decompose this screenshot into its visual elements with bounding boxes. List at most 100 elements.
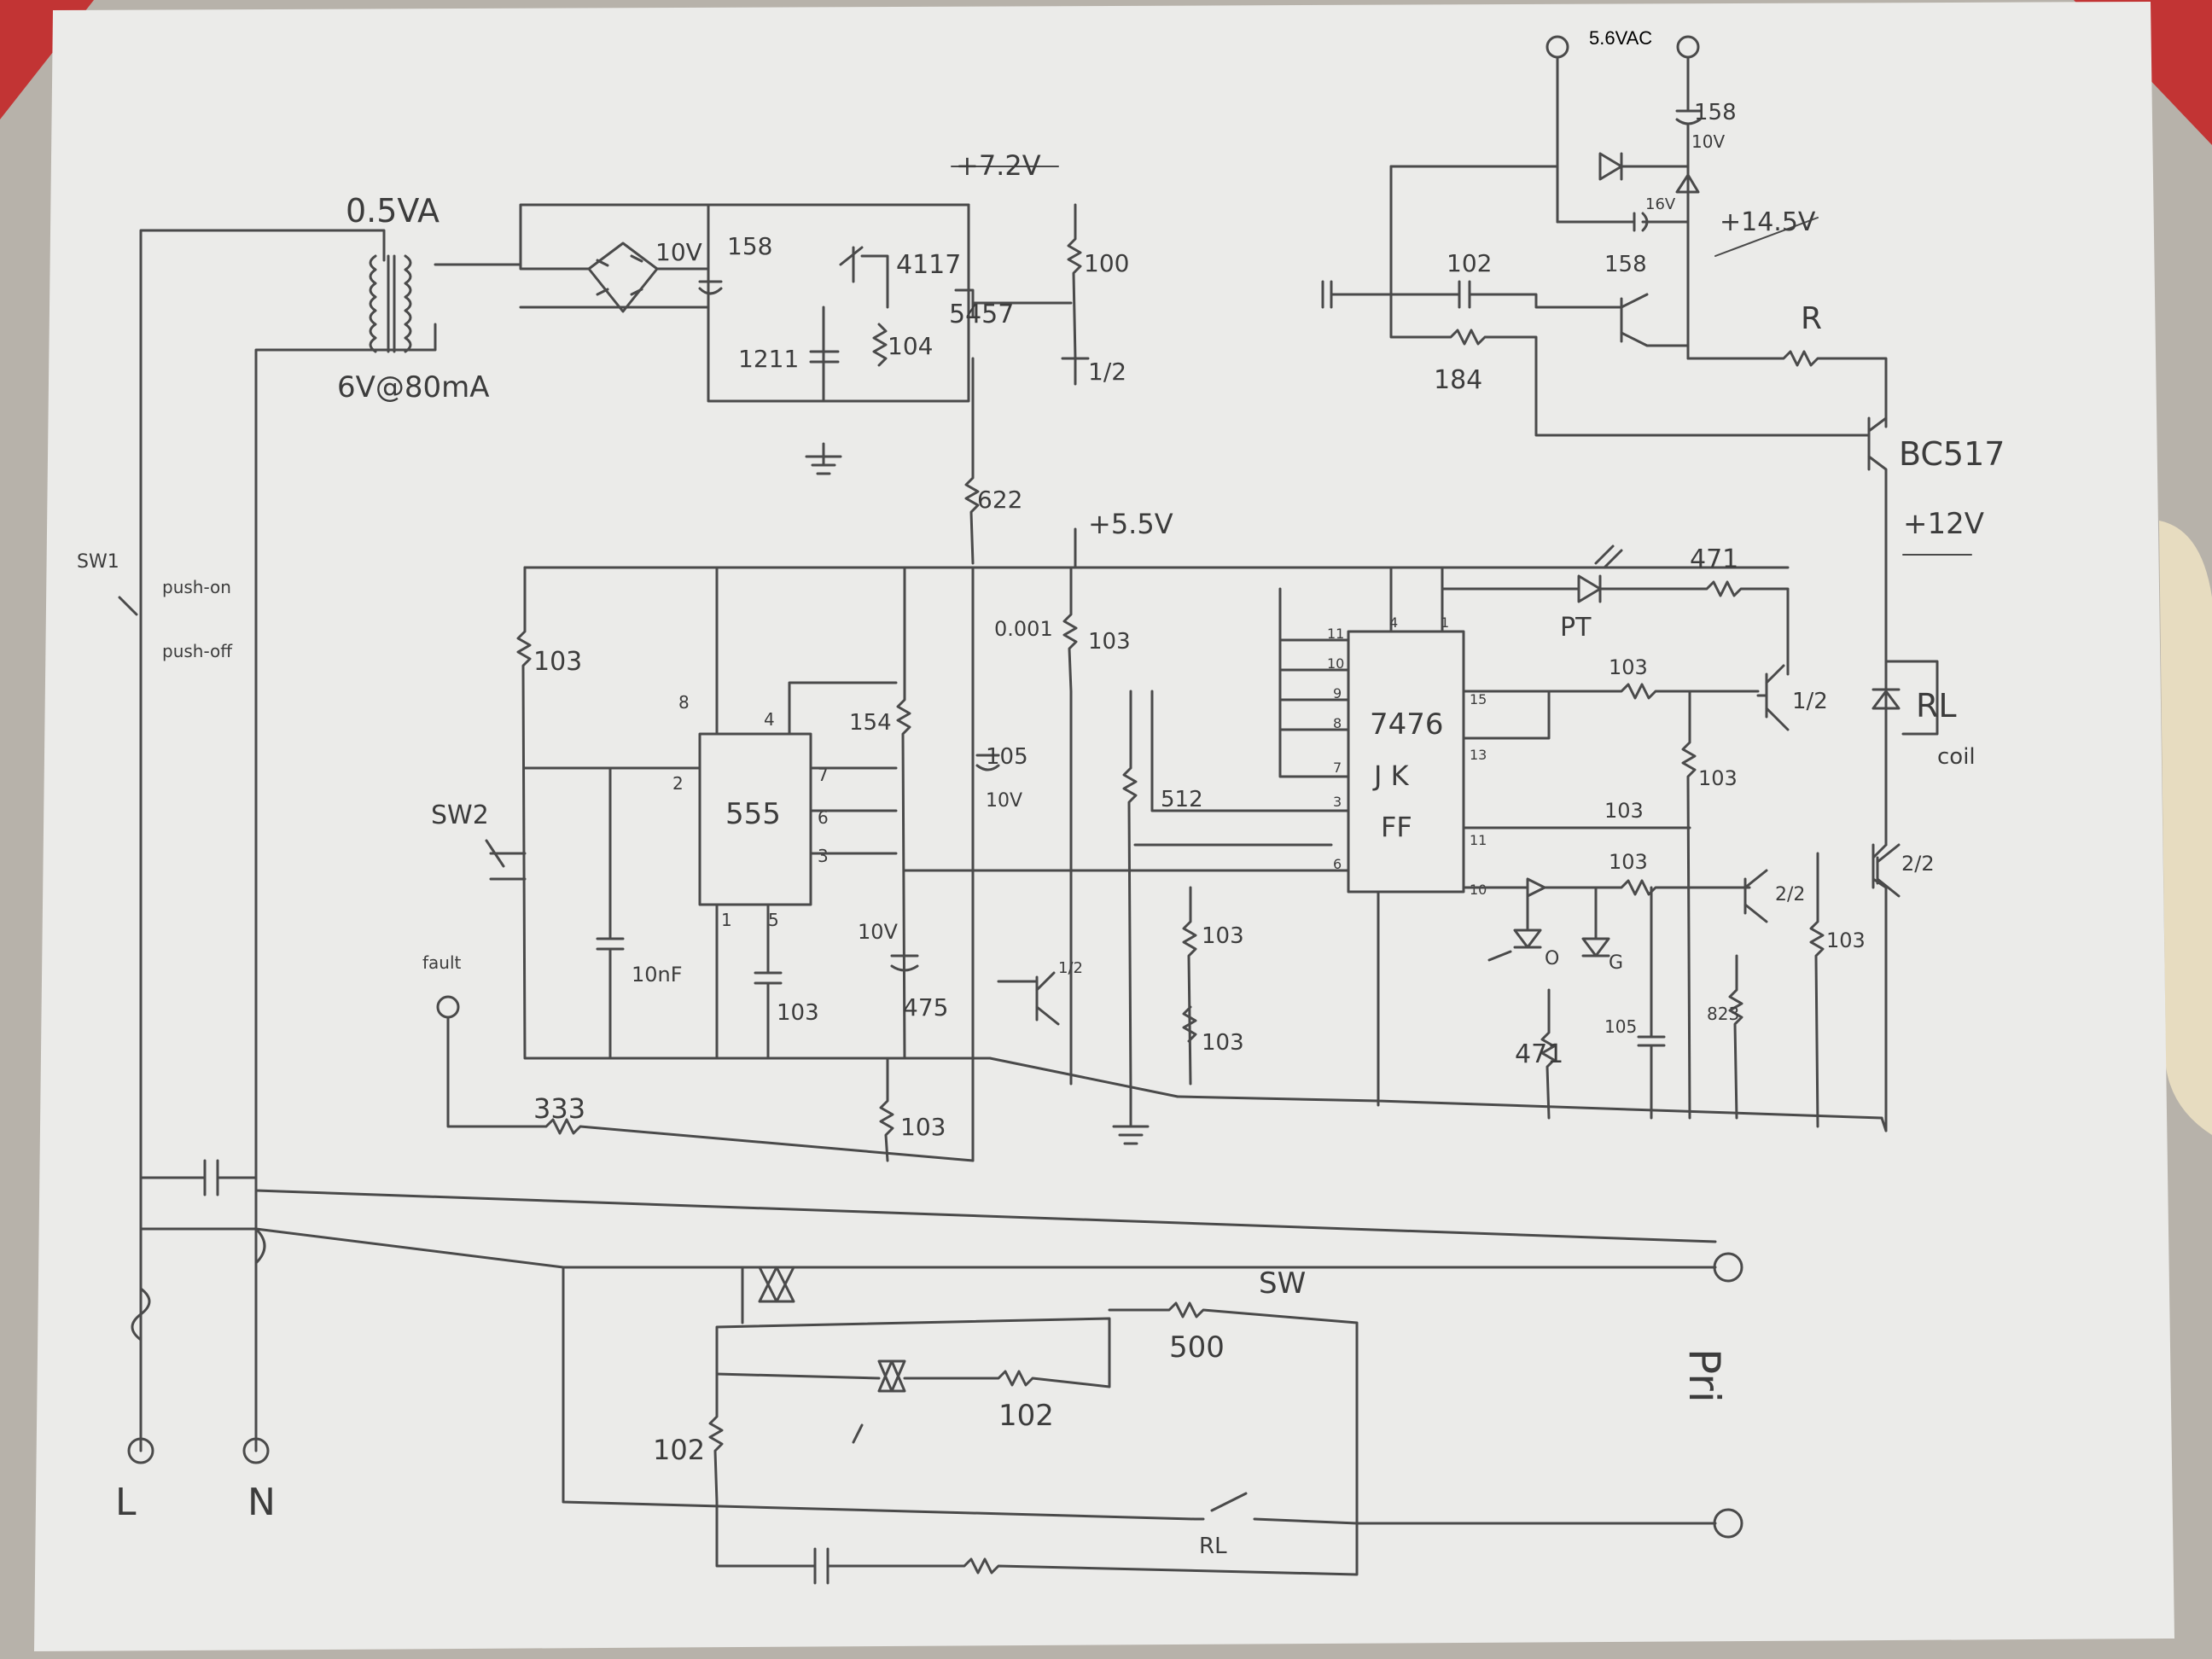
bridge-rectifier — [434, 203, 970, 313]
hv-section: 158 10V 16V 158 +14.5V 102 184 R BC517 +… — [1321, 35, 2005, 1132]
rail-5v5: +5.5V — [1088, 508, 1173, 540]
triac-stage: SW 500 102 102 RL Pri — [562, 1266, 1729, 1585]
led-g: G — [1609, 952, 1623, 974]
cap-475: 475 — [903, 993, 948, 1022]
terminal-live: L — [115, 1481, 137, 1524]
transformer-secondary: 6V@80mA — [337, 370, 490, 405]
resistor-500: 500 — [1169, 1330, 1225, 1365]
power-section: SW 1 push-on push-off L N — [77, 551, 1743, 1539]
resistor-103-a: 103 — [1202, 923, 1244, 949]
rail-7v2: +7.2V — [956, 149, 1041, 182]
ff-pin-left-2: 10 — [1327, 655, 1344, 672]
out-q1: 1/2 — [1792, 689, 1828, 714]
cap-158-mid: 158 — [1604, 252, 1647, 277]
pin-3: 3 — [818, 846, 829, 866]
resistor-333: 333 — [533, 1092, 585, 1125]
resistor-R: R — [1801, 301, 1822, 336]
fault-label: fault — [422, 952, 462, 973]
ff-pin-right-2: 13 — [1470, 747, 1487, 763]
resistor-103-bottom: 103 — [900, 1113, 946, 1141]
cap-158-mid-rating: 16V — [1645, 195, 1676, 213]
resistor-471-top: 471 — [1690, 544, 1738, 574]
cap-0001: 0.001 — [994, 617, 1053, 641]
cap-105-rating: 10V — [986, 790, 1022, 812]
switch-sw2: SW2 — [431, 800, 489, 830]
resistor-103-mid: 103 — [1088, 629, 1131, 655]
out-q2: 2/2 — [1775, 884, 1805, 905]
mid-section: 0.001 103 105 10V 512 103 103 1/2 — [903, 566, 1367, 1162]
mid-q-half: 1/2 — [1058, 959, 1083, 977]
resistor-103-out4: 103 — [1609, 850, 1648, 874]
pin-7: 7 — [818, 765, 829, 785]
ff-pin-top-2: 1 — [1441, 614, 1449, 631]
resistor-102-snub: 102 — [653, 1434, 705, 1466]
primary-label: Pri — [1679, 1348, 1729, 1403]
cap-158-rating: 10V — [655, 238, 702, 266]
ff-pin-left-1: 11 — [1327, 626, 1344, 642]
transformer-rating: 0.5VA — [346, 192, 439, 230]
cap-1211: 1211 — [738, 345, 799, 373]
resistor-103-out2: 103 — [1698, 766, 1738, 790]
resistor-102-gate: 102 — [998, 1399, 1054, 1433]
resistor-103-out3: 103 — [1604, 799, 1644, 823]
ic-555-label: 555 — [725, 797, 781, 831]
rail-14v5: +14.5V — [1720, 207, 1816, 237]
pin-5: 5 — [768, 910, 779, 930]
ff-pin-left-4: 8 — [1333, 715, 1342, 731]
jk-flipflop: 7476 J K FF 11 10 9 8 7 3 6 4 1 15 13 11… — [1278, 566, 1487, 898]
resistor-823: 823 — [1707, 1004, 1739, 1024]
relay-contact: RL — [1199, 1534, 1227, 1559]
ground-link — [988, 1057, 1380, 1107]
transistor-4117: 4117 — [896, 250, 961, 280]
led-o: O — [1545, 948, 1559, 969]
darlington-bc517: BC517 — [1899, 435, 2005, 473]
cap-103: 103 — [777, 1000, 819, 1026]
ff-pin-right-4: 10 — [1470, 882, 1487, 898]
pin-8: 8 — [678, 692, 690, 713]
ff-ic-line3: FF — [1381, 811, 1412, 843]
resistor-154: 154 — [849, 710, 892, 736]
resistor-103-out1: 103 — [1609, 655, 1648, 679]
ff-pin-right-1: 15 — [1470, 691, 1487, 707]
transistor-5457: 5457 — [949, 300, 1014, 329]
resistor-sw: SW — [1259, 1266, 1306, 1301]
ff-pin-left-5: 7 — [1333, 760, 1342, 776]
resistor-471-bottom: 471 — [1515, 1039, 1563, 1069]
ff-pin-left-6: 3 — [1333, 794, 1342, 810]
sw1-off: push-off — [162, 641, 233, 661]
rail-5v5-wire — [523, 527, 1790, 569]
resistor-103-out5: 103 — [1826, 928, 1866, 952]
cap-105: 105 — [986, 744, 1028, 770]
cap-105-out: 105 — [1604, 1016, 1637, 1037]
phototransistor-pt: PT — [1560, 613, 1592, 643]
cap-102-hv: 102 — [1447, 249, 1492, 277]
resistor-184: 184 — [1434, 365, 1482, 395]
cap-10nf: 10nF — [632, 963, 683, 987]
pin-6: 6 — [818, 807, 829, 828]
resistor-103-b: 103 — [1202, 1030, 1244, 1056]
ff-pin-left-3: 9 — [1333, 685, 1342, 701]
pin-1: 1 — [721, 910, 732, 930]
timer-555: 555 8 4 2 7 6 3 1 5 103 10nF 103 154 10V… — [422, 566, 992, 1162]
sw1-on: push-on — [162, 577, 231, 597]
resistor-622: 622 — [977, 486, 1022, 514]
terminal-neutral: N — [247, 1481, 276, 1524]
ff-pin-left-7: 6 — [1333, 856, 1342, 872]
out-q3: 2/2 — [1901, 852, 1935, 876]
pot-104: 104 — [888, 332, 933, 360]
ff-ic-line2: J K — [1372, 760, 1410, 792]
resistor-103-pullup: 103 — [533, 647, 582, 677]
resistor-100: 100 — [1084, 249, 1129, 277]
ff-ic-line1: 7476 — [1370, 707, 1444, 742]
rail-12v: +12V — [1903, 507, 1984, 541]
cap-158-value: 158 — [727, 232, 772, 260]
cloth-right — [2159, 521, 2212, 1135]
cap-158-top-rating: 10V — [1691, 131, 1725, 152]
resistor-512: 512 — [1161, 787, 1203, 812]
reg-q-half: 1/2 — [1088, 358, 1126, 386]
ff-pin-top-1: 4 — [1389, 614, 1398, 631]
pin-2: 2 — [672, 773, 684, 794]
regulator: 10V 158 1211 4117 104 5457 100 1/2 +7.2V… — [655, 149, 1129, 565]
relay-coil: coil — [1937, 744, 1976, 770]
